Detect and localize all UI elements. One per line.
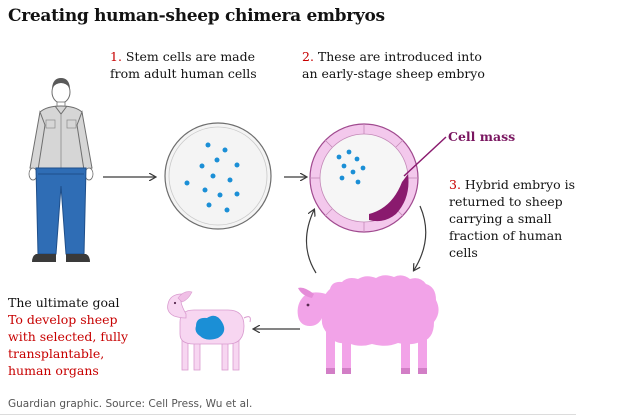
step-3-caption: 3. Hybrid embryo is returned to sheep ca… [449, 176, 575, 261]
step-1-caption: 1. Stem cells are made from adult human … [110, 48, 257, 82]
ultimate-goal: The ultimate goal To develop sheep with … [8, 294, 128, 379]
diagram-title: Creating human-sheep chimera embryos [8, 6, 385, 26]
step-3-line-4: fraction of human [449, 228, 563, 243]
step-3-line-1: Hybrid embryo is [464, 177, 576, 192]
cell-mass-label: Cell mass [448, 129, 516, 144]
step-3-line-2: returned to sheep [449, 194, 563, 209]
cell-mass-pointer [403, 136, 447, 177]
step-1-number: 1. [110, 49, 122, 64]
lamb-with-human-organ-icon [167, 291, 251, 371]
adult-human-icon [28, 78, 94, 262]
goal-line-1: To develop sheep [8, 312, 118, 327]
step-1-line-2: from adult human cells [110, 66, 257, 81]
human-organ-icon [195, 315, 225, 340]
step-2-caption: 2. These are introduced into an early-st… [302, 48, 485, 82]
source-credit: Guardian graphic. Source: Cell Press, Wu… [8, 398, 253, 410]
arrow-to-sheep [414, 205, 427, 270]
step-2-line-2: an early-stage sheep embryo [302, 66, 485, 81]
goal-title: The ultimate goal [8, 295, 120, 310]
step-3-number: 3. [449, 177, 461, 192]
goal-line-3: transplantable, [8, 346, 105, 361]
goal-line-2: with selected, fully [8, 329, 129, 344]
embryo-icon [309, 123, 419, 233]
step-2-line-1: These are introduced into [317, 49, 482, 64]
step-1-line-1: Stem cells are made [125, 49, 256, 64]
arrow-sheep-to-embryo [305, 210, 317, 274]
step-3-line-3: carrying a small [449, 211, 552, 226]
sheep-icon [297, 275, 439, 374]
step-3-line-5: cells [449, 245, 478, 260]
goal-line-4: human organs [8, 363, 99, 378]
stem-cell-dish-icon [164, 122, 272, 230]
footer-divider [0, 414, 576, 415]
step-2-number: 2. [302, 49, 314, 64]
